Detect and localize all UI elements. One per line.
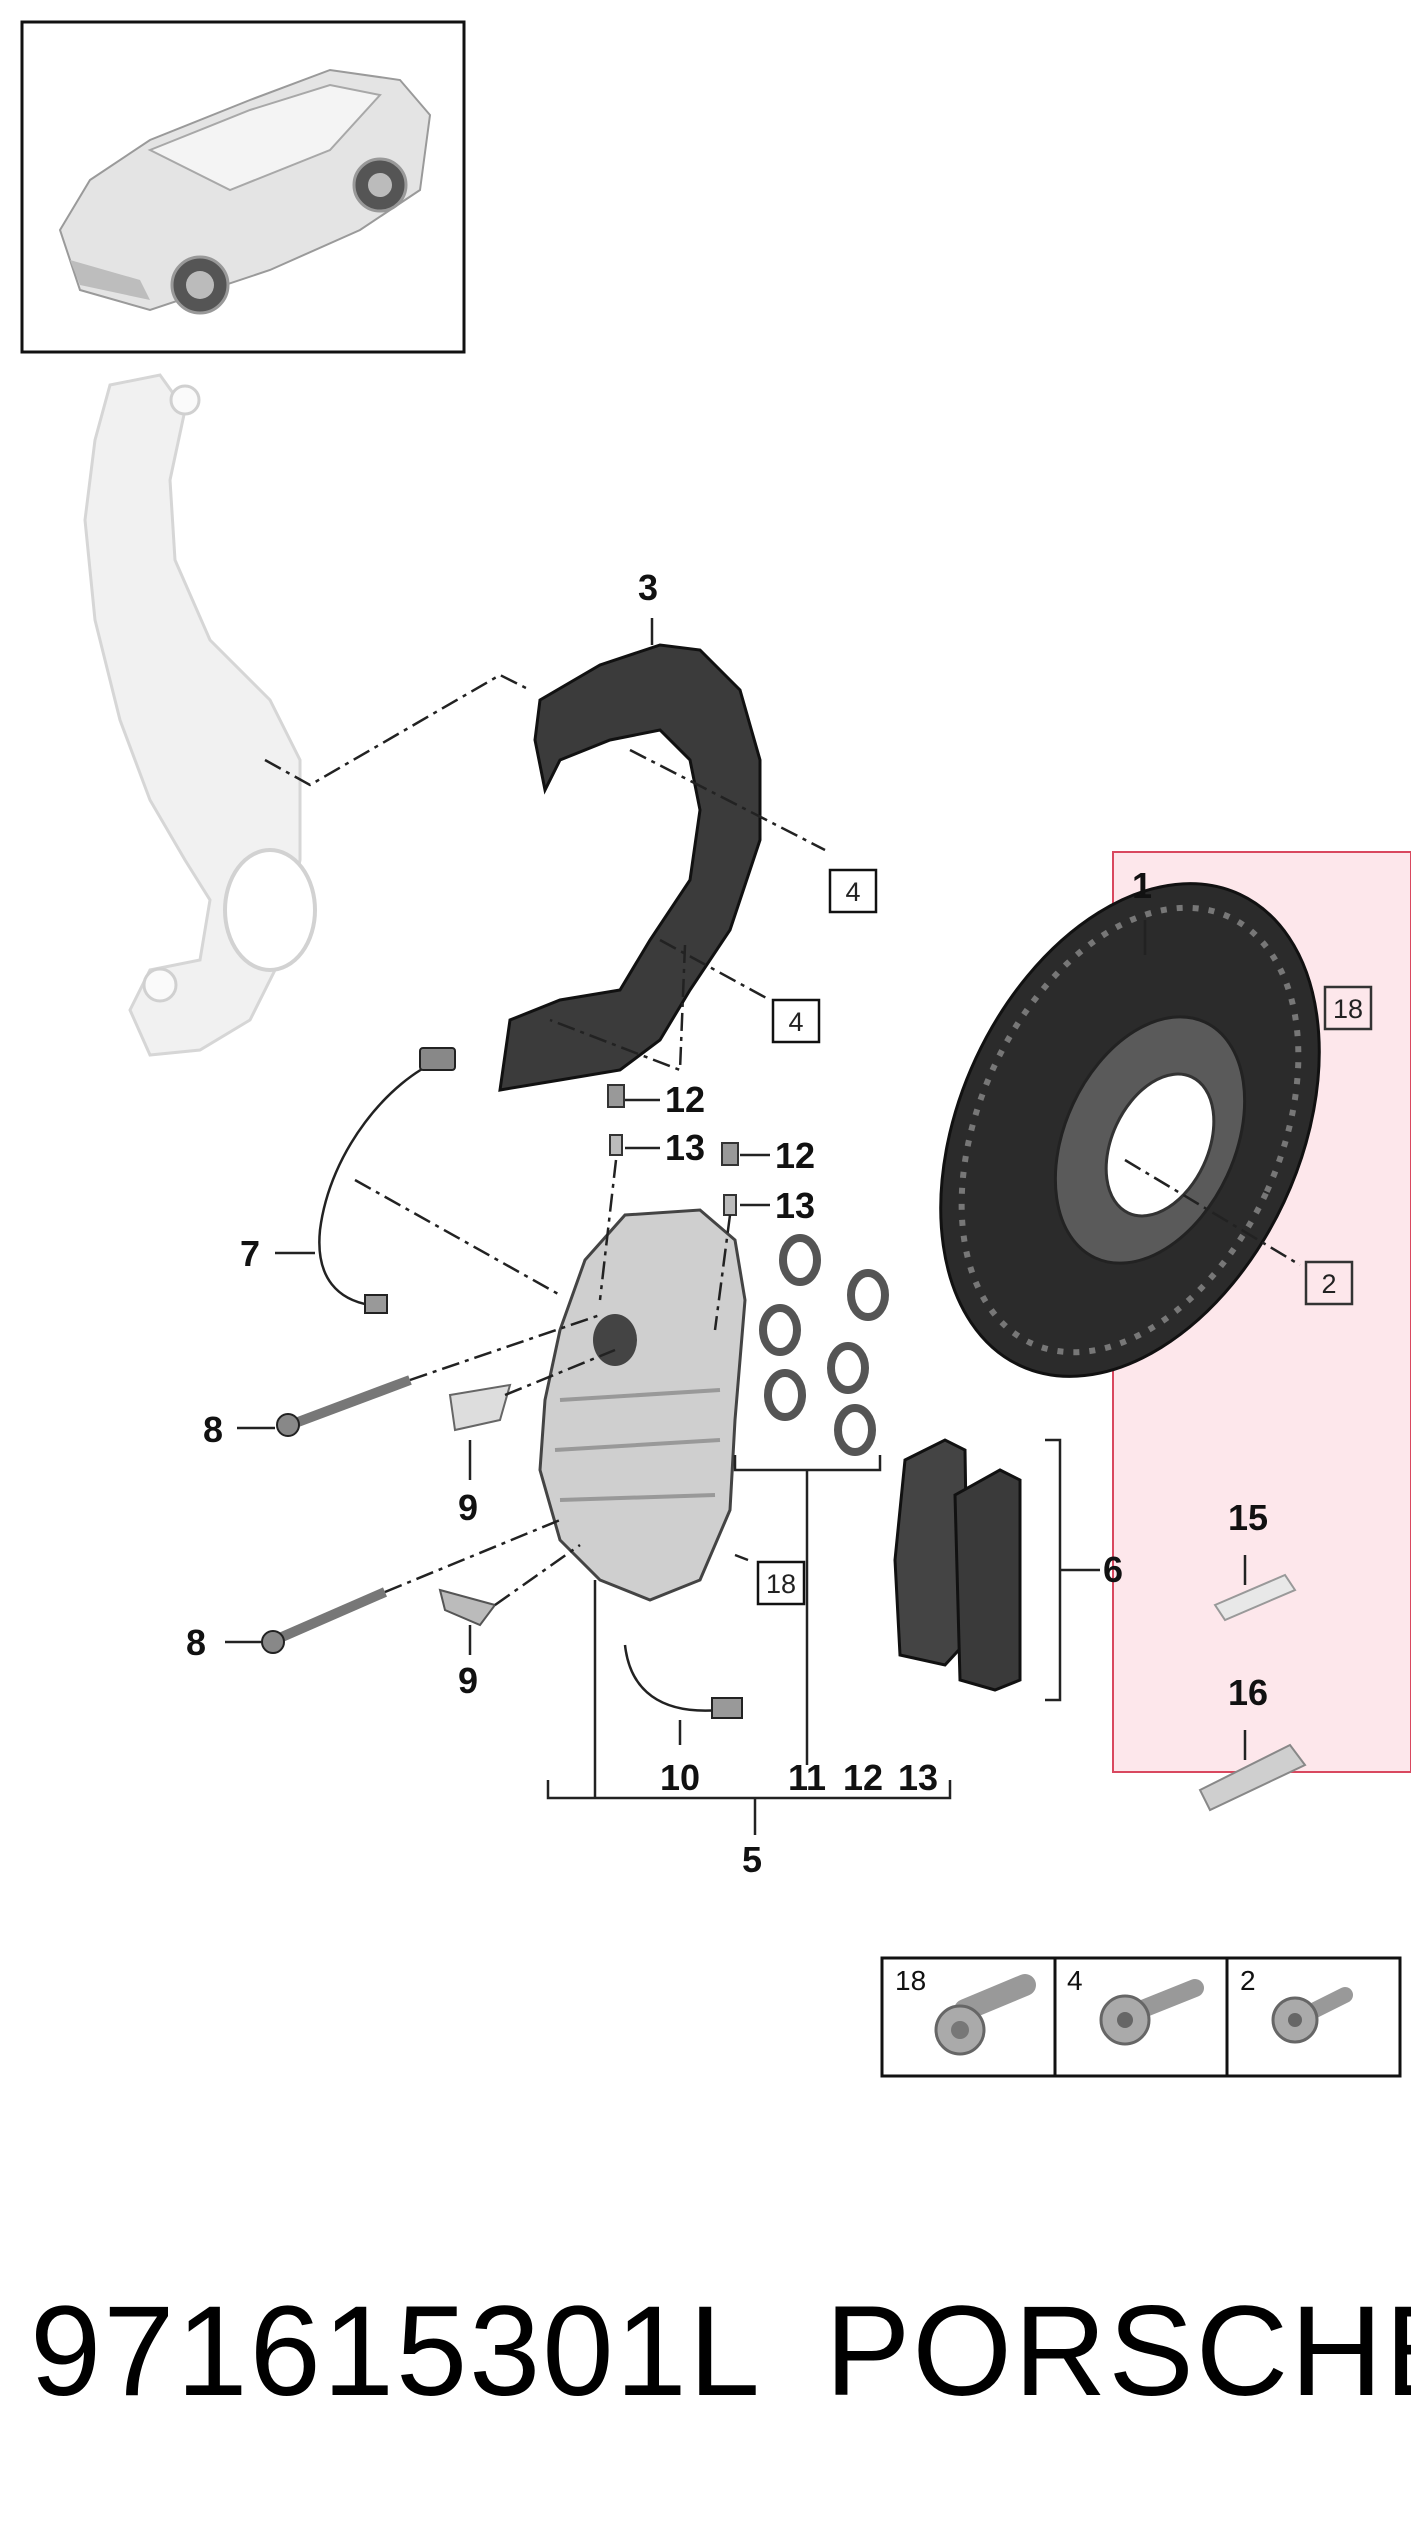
- callout-16: 16: [1228, 1672, 1268, 1713]
- piston-seals[interactable]: [759, 1234, 889, 1456]
- callout-15: 15: [1228, 1497, 1268, 1538]
- box-callout-2: 2: [1321, 1269, 1336, 1299]
- part-number: 971615301L: [30, 2280, 762, 2423]
- callout-13b: 13: [775, 1185, 815, 1226]
- boxed-callouts: 4 4 18 2 18: [756, 868, 1373, 1606]
- box-callout-4a: 4: [845, 877, 860, 907]
- brake-hose[interactable]: [623, 1644, 743, 1719]
- brand-name: PORSCHE: [825, 2280, 1411, 2423]
- bleed-fittings[interactable]: [607, 1084, 739, 1216]
- callout-7: 7: [240, 1233, 260, 1274]
- grease-tubes[interactable]: [1198, 1573, 1307, 1812]
- bolt-18-icon: [934, 1974, 1036, 2056]
- caliper-bolts[interactable]: [261, 1375, 412, 1654]
- car-icon: [58, 68, 432, 315]
- callout-12c: 12: [843, 1757, 883, 1798]
- box-callout-18b: 18: [766, 1569, 796, 1599]
- callout-10: 10: [660, 1757, 700, 1798]
- bolt-4-icon: [1099, 1979, 1204, 2046]
- connector-lines: [225, 618, 1301, 1835]
- retaining-springs[interactable]: [438, 1383, 512, 1627]
- bolt-2-icon: [1271, 1987, 1353, 2044]
- box-callout-4b: 4: [788, 1007, 803, 1037]
- callout-12b: 12: [775, 1135, 815, 1176]
- callout-6: 6: [1103, 1549, 1123, 1590]
- legend-bolt-4-label: 4: [1067, 1965, 1083, 1996]
- dust-shield[interactable]: [498, 643, 762, 1092]
- callout-1: 1: [1132, 865, 1152, 906]
- callout-12a: 12: [665, 1079, 705, 1120]
- legend-bolt-2-label: 2: [1240, 1965, 1256, 1996]
- legend-bolt-18-label: 18: [895, 1965, 926, 1996]
- box-callout-18a: 18: [1333, 994, 1363, 1024]
- callout-11: 11: [788, 1757, 826, 1798]
- callout-5: 5: [742, 1839, 762, 1880]
- callout-9b: 9: [458, 1660, 478, 1701]
- callout-8a: 8: [203, 1409, 223, 1450]
- callout-labels: 1 3 5 6 7 8 8 9 9 10 11 12 13 12 13 12 1…: [186, 567, 1268, 1880]
- brake-caliper[interactable]: [538, 1208, 747, 1602]
- callout-3: 3: [638, 567, 658, 608]
- wear-sensor[interactable]: [318, 1047, 456, 1314]
- footer: 971615301L PORSCHE: [30, 2280, 1411, 2423]
- vehicle-thumbnail: [20, 20, 466, 354]
- steering-knuckle: [83, 373, 317, 1057]
- callout-9a: 9: [458, 1487, 478, 1528]
- brake-pads[interactable]: [893, 1438, 1022, 1692]
- brake-disc[interactable]: [866, 823, 1394, 1438]
- callout-13c: 13: [898, 1757, 938, 1798]
- callout-13a: 13: [665, 1127, 705, 1168]
- fastener-legend: 18 4 2: [880, 1956, 1402, 2078]
- callout-8b: 8: [186, 1622, 206, 1663]
